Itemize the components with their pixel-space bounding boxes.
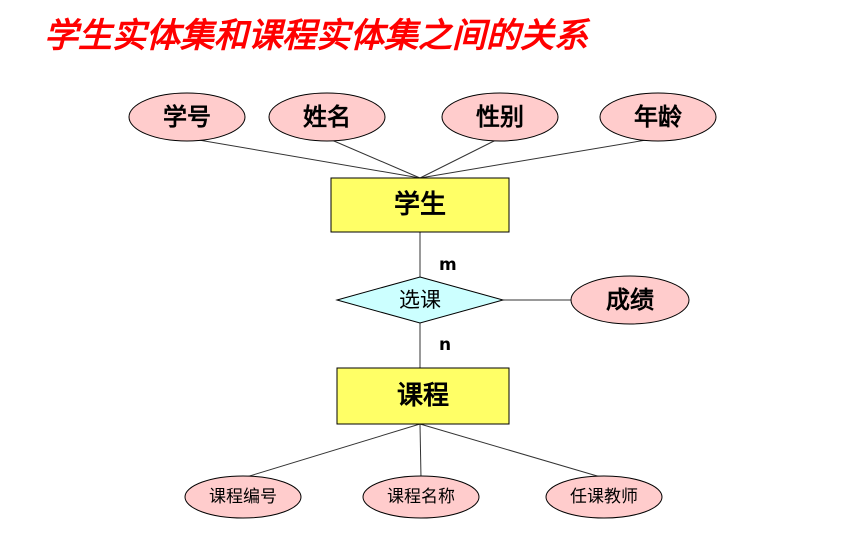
attribute-label: 成绩: [606, 286, 654, 314]
connector-student-age: [419, 137, 659, 179]
connector-student-name: [326, 137, 421, 179]
connector-course-name: [419, 423, 422, 479]
attribute-course-name: 课程名称: [362, 475, 480, 519]
cardinality-n: n: [439, 335, 451, 355]
attribute-label: 学号: [163, 103, 211, 131]
connector-course-teacher: [419, 423, 605, 479]
entity-student: 学生: [330, 177, 510, 233]
entity-label: 课程: [397, 381, 449, 411]
entity-course: 课程: [336, 367, 510, 425]
page-title: 学生实体集和课程实体集之间的关系: [44, 16, 588, 56]
attribute-student-id: 学号: [128, 92, 246, 142]
cardinality-m: m: [439, 255, 457, 275]
attribute-label: 课程名称: [387, 487, 455, 507]
connector-student-gender: [419, 137, 501, 179]
entity-label: 学生: [394, 189, 446, 220]
connectors: [186, 137, 659, 479]
connector-course-code: [242, 423, 421, 479]
attribute-label: 姓名: [303, 103, 351, 131]
attribute-label: 任课教师: [570, 487, 638, 507]
attribute-student-age: 年龄: [599, 92, 717, 142]
attribute-course-teacher: 任课教师: [545, 475, 663, 519]
attribute-label: 课程编号: [209, 487, 277, 507]
relationship-label: 选课: [399, 288, 441, 312]
attribute-course-code: 课程编号: [184, 475, 302, 519]
connector-student-id: [186, 137, 421, 179]
attribute-student-gender: 性别: [441, 92, 559, 142]
attribute-label: 年龄: [634, 103, 683, 131]
relationship-enroll: 选课: [335, 276, 505, 324]
attribute-label: 性别: [476, 103, 524, 131]
attribute-grade: 成绩: [570, 275, 690, 325]
attribute-student-name: 姓名: [268, 92, 386, 142]
